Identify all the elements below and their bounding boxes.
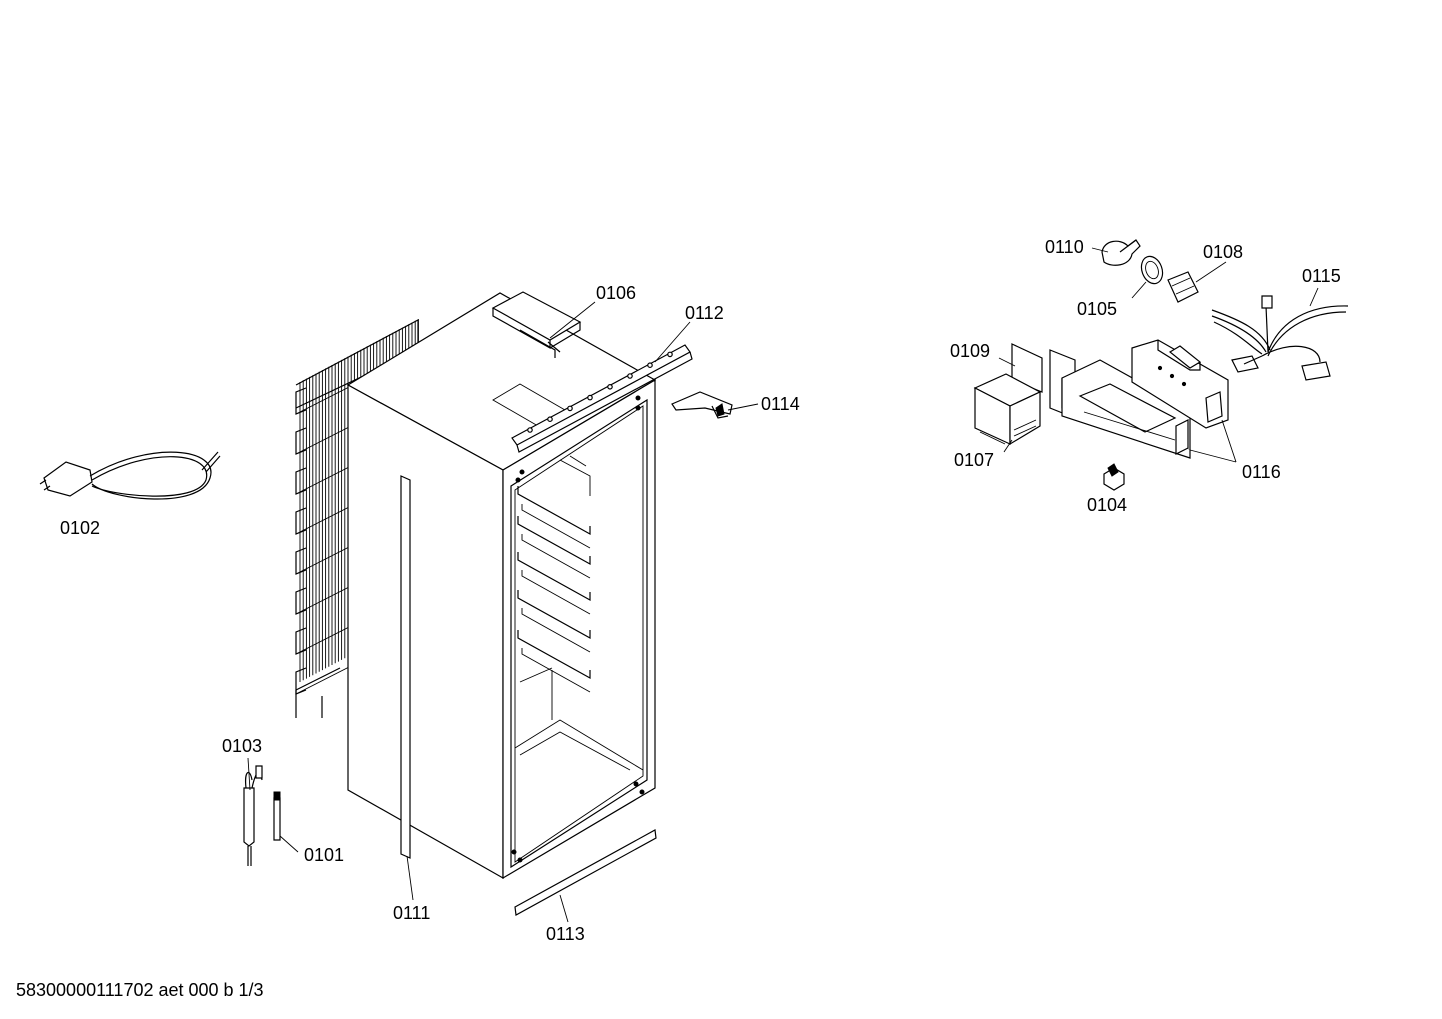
label-0110: 0110 [1045,237,1084,257]
part-0105-ring [1140,255,1164,285]
label-0113: 0113 [546,924,585,944]
label-0114: 0114 [761,394,800,414]
leader-lines [247,247,1319,923]
drawing-reference-footer: 58300000111702 aet 000 b 1/3 [16,980,264,1000]
part-0102-power-cord [39,451,221,500]
cabinet-body [346,292,657,880]
label-0101: 0101 [304,845,344,865]
label-0106: 0106 [596,283,636,303]
part-0110-lamp [1101,239,1141,266]
part-0114-clip [671,391,733,419]
part-0116-control-housing [1049,339,1229,459]
part-0109-plate [1011,343,1043,393]
part-0103-sensor [243,765,263,866]
label-0104: 0104 [1087,495,1127,515]
label-0112: 0112 [685,303,724,323]
label-0116: 0116 [1242,462,1281,482]
part-0108-socket [1167,271,1199,303]
part-0107-cover [973,373,1042,446]
label-0108: 0108 [1203,242,1243,262]
label-0115: 0115 [1302,266,1341,286]
part-0112-rail [511,344,693,453]
part-0111-strip [400,475,411,859]
part-0104-switch [1103,463,1125,491]
part-0101-sensor [273,791,281,841]
label-0103: 0103 [222,736,262,756]
label-0102: 0102 [60,518,100,538]
label-0105: 0105 [1077,299,1117,319]
label-0107: 0107 [954,450,994,470]
part-0106-bracket [491,291,582,358]
part-0113-strip [514,829,657,916]
label-0111: 0111 [393,903,430,923]
part-0115-wiring-harness [1211,295,1349,381]
part-labels: 0106 0112 0114 0102 0103 0101 0111 0113 … [60,237,1341,944]
label-0109: 0109 [950,341,990,361]
